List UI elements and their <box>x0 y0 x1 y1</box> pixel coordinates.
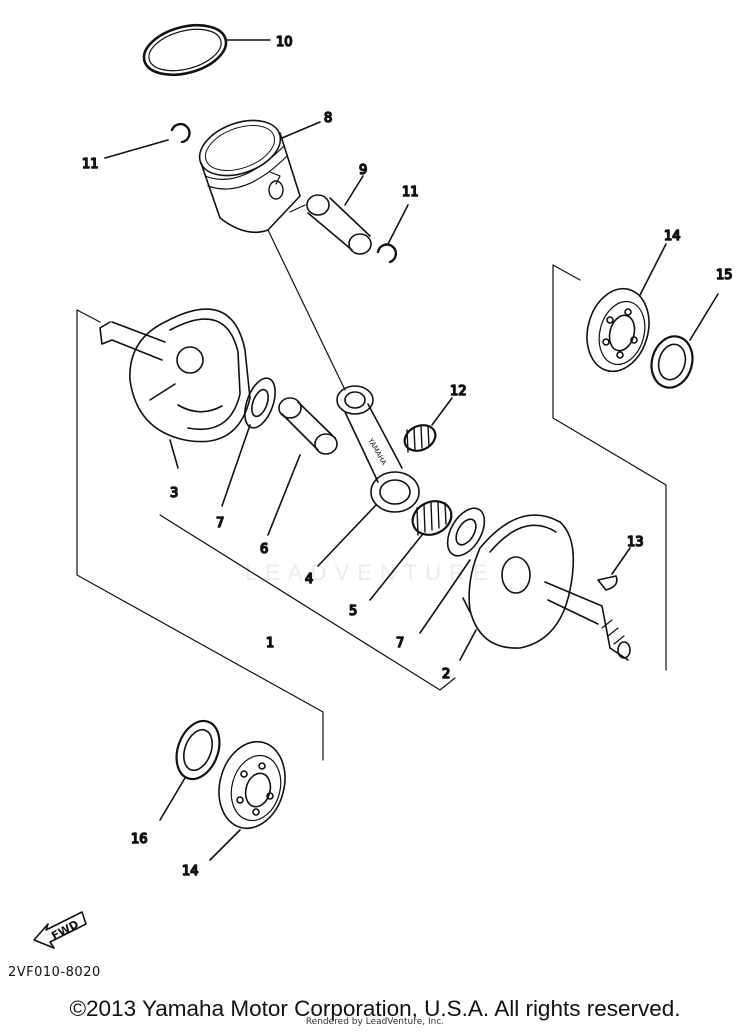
oil-seal-lower-part <box>159 719 221 821</box>
fwd-label: FWD <box>49 918 81 943</box>
callout-label: 6 <box>260 542 268 557</box>
callout-label: 4 <box>305 572 313 587</box>
callout-label: 14 <box>664 229 681 244</box>
crank-left-part <box>99 308 251 469</box>
fwd-arrow-icon: FWD <box>33 911 87 949</box>
crank-right-part <box>459 514 631 661</box>
bearing-lower-part <box>209 740 286 861</box>
diagram-code: 2VF010-8020 <box>8 965 101 980</box>
washer-right-part <box>419 507 486 634</box>
callout-label: 7 <box>396 636 404 651</box>
bearing-right-part <box>586 243 667 373</box>
callout-labels: 10 8 11 9 11 14 15 12 3 7 6 4 5 1 7 2 13… <box>81 34 733 880</box>
circlip-left-part <box>104 122 191 159</box>
woodruff-key-part <box>597 547 631 591</box>
callout-label: 11 <box>402 185 419 200</box>
connecting-rod-part: YAMAHA <box>317 385 420 567</box>
callout-label: 5 <box>349 604 357 619</box>
callout-label: 7 <box>216 516 224 531</box>
callout-label: 16 <box>131 832 148 847</box>
callout-label: 1 <box>266 636 274 651</box>
bracket-left <box>76 309 456 761</box>
crank-pin-part <box>267 397 338 536</box>
callout-label: 11 <box>82 157 99 172</box>
callout-label: 8 <box>324 111 332 126</box>
piston-ring-part <box>142 23 271 77</box>
guide-lines <box>267 204 346 391</box>
callout-label: 2 <box>442 667 450 682</box>
callout-label: 15 <box>716 268 733 283</box>
circlip-right-part <box>376 204 409 264</box>
callout-label: 10 <box>276 35 293 50</box>
callout-label: 9 <box>359 163 367 178</box>
callout-label: 3 <box>170 486 178 501</box>
piston-pin-part <box>306 175 372 255</box>
needle-bearing-big-part <box>369 500 453 601</box>
watermark-text: LEADVENTURE <box>245 560 496 585</box>
callout-label: 13 <box>627 535 644 550</box>
callout-label: 14 <box>182 864 199 879</box>
washer-left-part <box>221 377 276 507</box>
bracket-right <box>552 264 667 671</box>
oil-seal-right-part <box>650 293 719 389</box>
piston-part <box>198 119 321 234</box>
rendered-by-credit: Rendered by LeadVenture, Inc. <box>305 1017 445 1027</box>
copyright-notice: ©2013 Yamaha Motor Corporation, U.S.A. A… <box>69 996 681 1021</box>
callout-label: 12 <box>450 384 467 399</box>
needle-bearing-small-part <box>403 397 453 453</box>
